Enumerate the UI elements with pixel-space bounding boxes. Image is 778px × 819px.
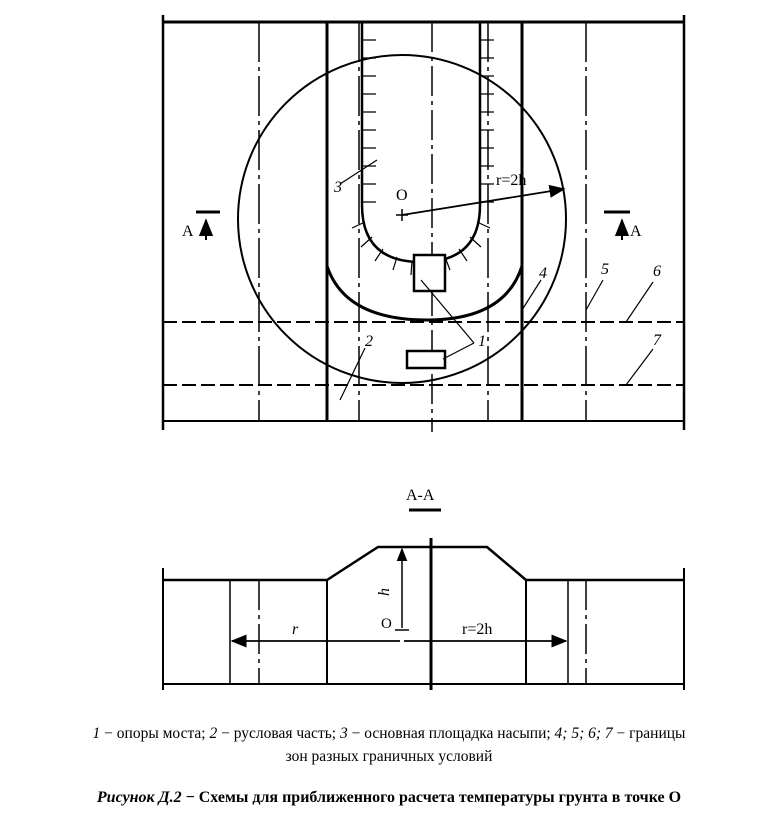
- legend-num-1: 1: [92, 725, 101, 742]
- section-marker-right: A: [604, 210, 642, 240]
- legend-num-3: 3: [339, 725, 348, 742]
- main-platform-outline: [360, 22, 482, 264]
- section-view: A-A h O r r=2h: [162, 487, 685, 690]
- platform-hatching: [351, 39, 494, 276]
- label-3: 3: [333, 179, 342, 196]
- embankment-profile: [163, 545, 684, 582]
- legend-text-3: − основная площадка насыпи;: [347, 725, 555, 742]
- figure-caption-text: − Схемы для приближенного расчета темпер…: [181, 789, 682, 806]
- legend-line-1: 1 − опоры моста; 2 − русловая часть; 3 −…: [0, 722, 778, 745]
- figure-caption-label: Рисунок Д.2: [96, 789, 182, 806]
- section-point-O-label: O: [381, 616, 392, 632]
- plan-view: O r=2h 3 1 2 4 5 6 7 A A: [161, 15, 686, 432]
- label-1: 1: [478, 333, 486, 350]
- radius-dim-right-label: r=2h: [462, 621, 492, 638]
- leader-1a: [420, 279, 475, 344]
- label-4: 4: [539, 265, 547, 282]
- label-2: 2: [365, 333, 373, 350]
- legend-num-4567: 4; 5; 6; 7: [554, 725, 613, 742]
- section-title: A-A: [406, 487, 435, 504]
- label-6: 6: [653, 263, 661, 280]
- bridge-pier-upper: [412, 253, 447, 293]
- legend-text-4: − границы: [612, 725, 686, 742]
- leader-5: [585, 279, 604, 311]
- label-7: 7: [653, 332, 662, 349]
- leader-4: [521, 279, 542, 311]
- section-marker-left-label: A: [182, 223, 194, 240]
- height-label: h: [376, 588, 393, 596]
- legend-text-1: − опоры моста;: [100, 725, 210, 742]
- radius-label: r=2h: [496, 172, 526, 189]
- legend-num-2: 2: [209, 725, 218, 742]
- bridge-pier-lower: [405, 349, 447, 370]
- radius-arrow: [401, 184, 566, 216]
- leader-6: [625, 281, 654, 323]
- diagram-canvas: O r=2h 3 1 2 4 5 6 7 A A: [161, 15, 686, 690]
- leader-7: [625, 348, 654, 386]
- figure-caption: Рисунок Д.2 − Схемы для приближенного ра…: [0, 789, 778, 807]
- legend-text-2: − русловая часть;: [217, 725, 340, 742]
- leader-2: [339, 347, 366, 401]
- radius-circle: [237, 54, 567, 384]
- legend: 1 − опоры моста; 2 − русловая часть; 3 −…: [0, 722, 778, 768]
- leader-1b: [442, 342, 475, 360]
- point-O-label: O: [396, 187, 408, 204]
- label-5: 5: [601, 261, 609, 278]
- radius-dim-left-label: r: [292, 621, 299, 638]
- leader-3: [339, 159, 378, 185]
- section-marker-right-label: A: [630, 223, 642, 240]
- embankment-slope-outline: [325, 265, 524, 322]
- section-marker-left: A: [182, 210, 220, 240]
- legend-line-2: зон разных граничных условий: [285, 748, 493, 765]
